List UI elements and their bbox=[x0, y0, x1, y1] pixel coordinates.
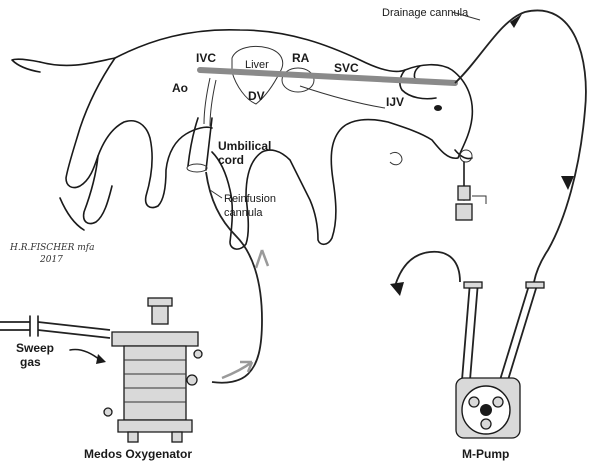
anatomy-labels: Drainage cannula IVC Liver RA SVC Ao DV … bbox=[172, 7, 481, 219]
reinfusion-tubing bbox=[205, 171, 263, 384]
flow-arrow-reinfusion-up bbox=[254, 249, 270, 269]
leader-drainage bbox=[451, 11, 481, 21]
label-drainage-cannula: Drainage cannula bbox=[382, 7, 469, 19]
oxygenator-device bbox=[103, 297, 203, 443]
drainage-tubing bbox=[454, 9, 587, 283]
label-cannula: cannula bbox=[224, 207, 263, 219]
label-ra: RA bbox=[292, 51, 310, 65]
label-medos-oxygenator: Medos Oxygenator bbox=[84, 447, 192, 461]
label-gas: gas bbox=[20, 355, 41, 369]
label-m-pump: M-Pump bbox=[462, 447, 509, 461]
flow-arrow-drainage-down bbox=[561, 176, 574, 190]
flow-arrow-pump-outlet bbox=[390, 282, 404, 296]
fetal-lamb-illustration bbox=[11, 28, 487, 250]
label-ijv: IJV bbox=[386, 95, 404, 109]
signature-year: 2017 bbox=[39, 255, 63, 265]
label-liver: Liver bbox=[245, 59, 269, 71]
pump-outlet-tubing bbox=[394, 250, 461, 287]
flow-arrow-oxygenator-out bbox=[221, 360, 254, 380]
leader-reinfusion bbox=[209, 189, 223, 199]
label-svc: SVC bbox=[334, 61, 359, 75]
label-cord: cord bbox=[218, 153, 244, 167]
equipment-labels: Sweep gas Medos Oxygenator M-Pump bbox=[16, 341, 509, 461]
signature-name: H.R.FISCHER mfa bbox=[9, 243, 95, 253]
label-ivc: IVC bbox=[196, 51, 216, 65]
m-pump-device bbox=[455, 281, 545, 439]
label-reinfusion: Reinfusion bbox=[224, 193, 276, 205]
flow-arrow-drainage-top bbox=[510, 14, 522, 28]
label-sweep: Sweep bbox=[16, 341, 54, 355]
sweep-gas-line bbox=[0, 315, 111, 364]
label-umbilical: Umbilical bbox=[218, 139, 271, 153]
artist-signature: H.R.FISCHER mfa 2017 bbox=[9, 243, 95, 265]
label-dv: DV bbox=[248, 89, 265, 103]
label-ao: Ao bbox=[172, 81, 188, 95]
